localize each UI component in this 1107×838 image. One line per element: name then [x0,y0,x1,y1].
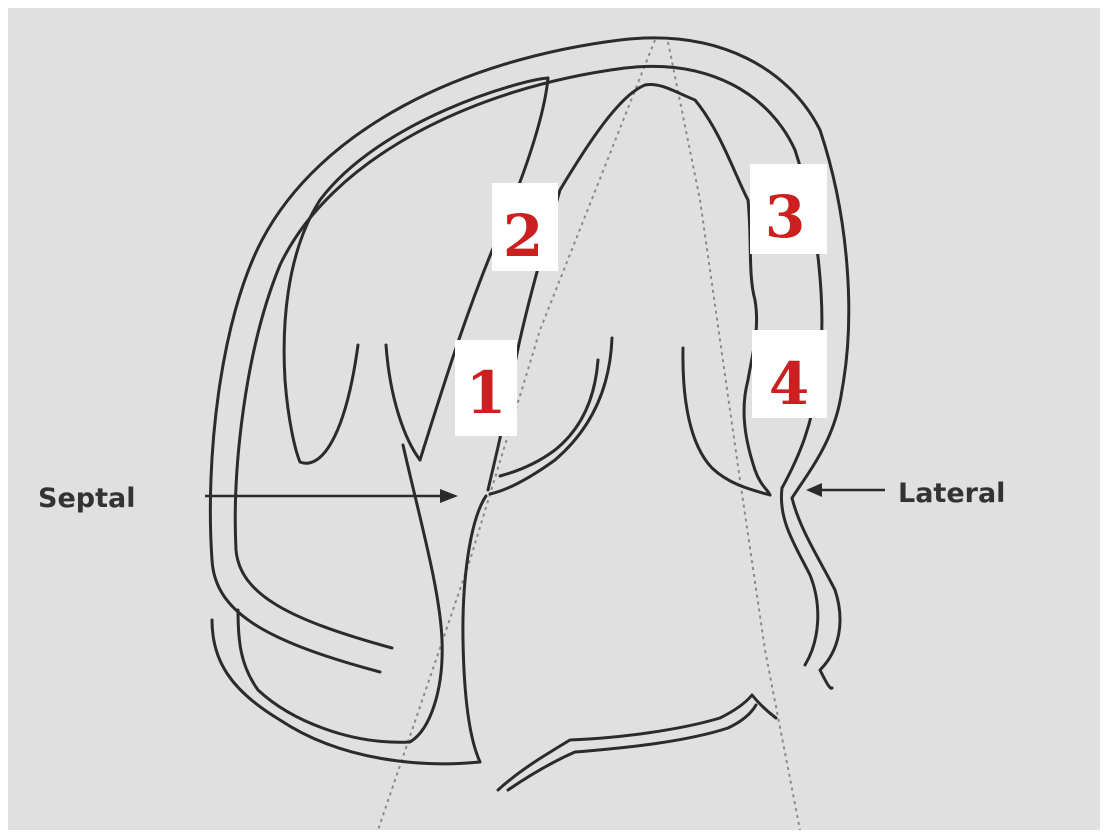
segment-label-2: 2 [492,183,558,271]
segment-label-1: 1 [455,340,517,436]
segment-number: 1 [466,359,506,427]
segment-number: 2 [503,202,543,270]
segment-label-3: 3 [750,164,827,254]
lateral-label: Lateral [898,478,1005,509]
diagram-background [8,8,1100,830]
segment-number: 3 [765,183,805,251]
segment-number: 4 [769,350,809,418]
segment-label-4: 4 [752,330,827,418]
septal-label: Septal [38,483,135,514]
